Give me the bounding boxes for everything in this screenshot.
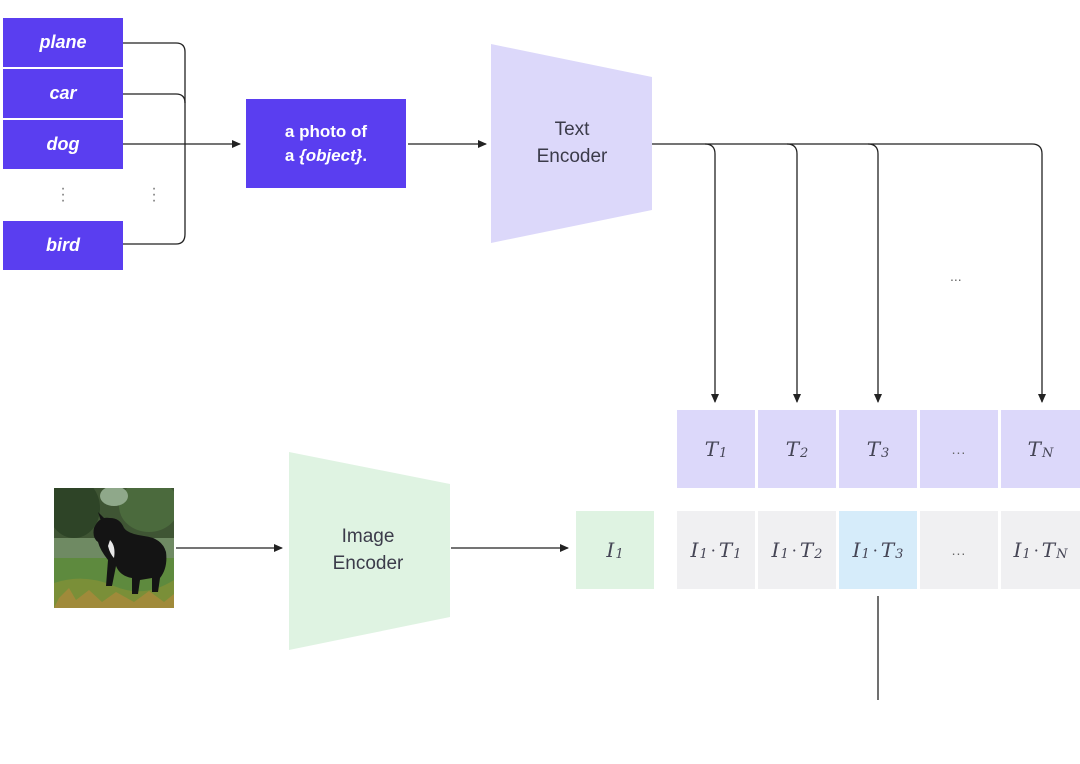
- prompt-template-box: a photo of a {object}.: [246, 99, 406, 188]
- class-label: plane: [39, 32, 87, 52]
- class-box-plane: plane: [3, 18, 123, 67]
- class-box-bird: bird: [3, 221, 123, 270]
- class-label: car: [49, 83, 77, 103]
- text-encoder-shape: [491, 44, 652, 243]
- vertical-ellipsis: ···: [60, 180, 66, 209]
- image-encoder-shape: [289, 452, 450, 650]
- vertical-ellipsis: ···: [151, 180, 157, 209]
- prompt-line-1: a photo of: [284, 121, 368, 141]
- image-encoder-label: Image Encoder: [332, 526, 404, 574]
- class-box-car: car: [3, 69, 123, 118]
- class-box-dog: dog: [3, 120, 123, 169]
- text-encoder-label: Text Encoder: [536, 119, 608, 167]
- class-label: bird: [46, 235, 80, 255]
- prompt-line-2: a {object}.: [284, 145, 368, 165]
- horizontal-ellipsis: ...: [950, 268, 962, 284]
- text-embedding-cell: ...: [920, 410, 998, 488]
- similarity-cell: ...: [920, 511, 998, 589]
- class-label: dog: [46, 134, 80, 154]
- prompt-object-placeholder: {object}: [299, 145, 363, 165]
- input-dog-photo: [54, 488, 174, 608]
